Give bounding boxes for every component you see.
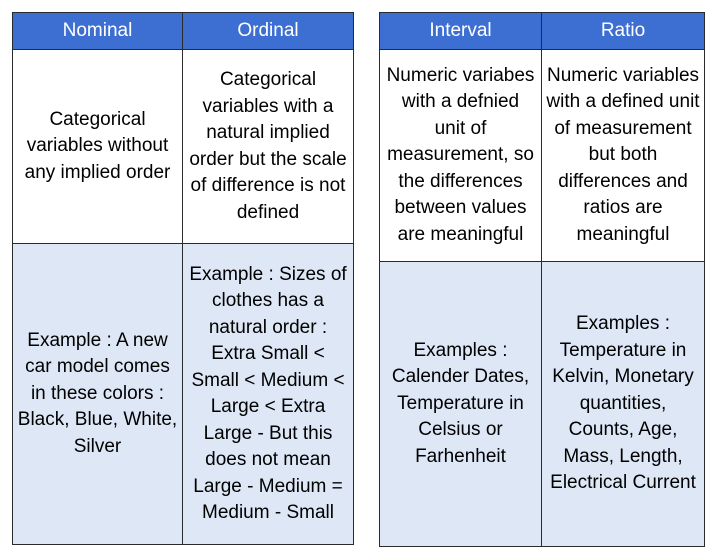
nominal-definition: Categorical variables without any implie… [12, 49, 183, 244]
header-ordinal: Ordinal [182, 12, 354, 50]
ratio-definition: Numeric variables with a defined unit of… [541, 49, 705, 262]
table-header-row: Nominal Ordinal [12, 12, 354, 50]
ratio-example: Examples : Temperature in Kelvin, Moneta… [541, 261, 705, 547]
definition-row: Numeric variabes with a defnied unit of … [379, 49, 705, 262]
interval-definition: Numeric variabes with a defnied unit of … [379, 49, 542, 262]
header-nominal: Nominal [12, 12, 183, 50]
header-ratio: Ratio [541, 12, 705, 50]
nominal-example: Example : A new car model comes in these… [12, 243, 183, 545]
interval-example: Examples : Calender Dates, Temperature i… [379, 261, 542, 547]
nominal-ordinal-table: Nominal Ordinal Categorical variables wi… [12, 12, 354, 545]
interval-ratio-table: Interval Ratio Numeric variabes with a d… [379, 12, 705, 547]
ordinal-definition: Categorical variables with a natural imp… [182, 49, 354, 244]
example-row: Example : A new car model comes in these… [12, 243, 354, 545]
definition-row: Categorical variables without any implie… [12, 49, 354, 244]
table-header-row: Interval Ratio [379, 12, 705, 50]
header-interval: Interval [379, 12, 542, 50]
example-row: Examples : Calender Dates, Temperature i… [379, 261, 705, 547]
ordinal-example: Example : Sizes of clothes has a natural… [182, 243, 354, 545]
